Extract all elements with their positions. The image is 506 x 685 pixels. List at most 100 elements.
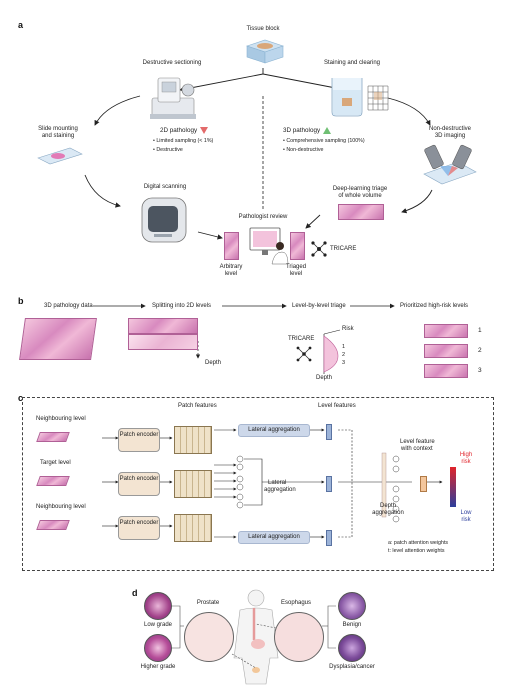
c-level-thumb-bottom [36, 520, 70, 530]
c-low-risk-1: Low [460, 510, 472, 516]
c-level-feature-context-1: Level feature [400, 439, 435, 445]
triaged-label-2: level [289, 271, 303, 277]
path3d-bullet-2: • Non-destructive [283, 147, 324, 153]
b-priority-2: 2 [478, 347, 482, 354]
tricare-label-a: TRICARE [330, 246, 357, 252]
down-triangle-icon [200, 127, 208, 134]
microtome-icon [150, 77, 196, 119]
c-context-feature [420, 476, 427, 492]
c-lateral-aggregation-top: Lateral aggregation [238, 424, 310, 437]
c-legend-patch: a: patch attention weights [388, 540, 449, 546]
b-prioritized-image-2 [424, 344, 468, 358]
c-high-risk-2: risk [461, 459, 471, 465]
c-depth-aggregation-2: aggregation [372, 510, 404, 516]
c-patch-features-label: Patch features [178, 403, 217, 409]
slide-scanner-icon [141, 197, 187, 243]
c-lateral-aggregation-mid-2: aggregation [264, 487, 296, 493]
triaged-label-1: Triaged [285, 264, 307, 270]
tissue-block-label: Tissue block [246, 26, 280, 32]
b-risk-rank-1: 1 [342, 344, 346, 350]
b-3d-data-label: 3D pathology data [44, 303, 93, 309]
d-low-grade-label: Low grade [143, 622, 173, 628]
c-lateral-aggregation-bottom-label: Lateral aggregation [248, 534, 300, 540]
c-patch-features-top [174, 426, 212, 454]
c-high-risk-1: High [459, 452, 473, 458]
panel-c-frame [22, 397, 494, 571]
path3d-bullet-1: • Comprehensive sampling (100%) [283, 138, 365, 144]
up-triangle-icon [323, 127, 331, 134]
lightsheet-microscope-icon [423, 144, 477, 185]
tissue-block-icon [246, 39, 284, 64]
pathologist-icon [249, 227, 289, 265]
c-neighbouring-bottom-label: Neighbouring level [36, 504, 86, 510]
dl-triage-label-2: of whole volume [338, 193, 382, 199]
staining-clearing-label: Staining and clearing [323, 60, 381, 66]
b-risk-label: Risk [342, 326, 354, 332]
prostate-biopsy-image [184, 612, 234, 662]
b-splitting-label: Splitting into 2D levels [152, 303, 212, 309]
d-benign-label: Benign [342, 622, 362, 628]
b-network-icon [296, 346, 312, 362]
c-lateral-aggregation-bottom: Lateral aggregation [238, 531, 310, 544]
panel-c-letter: c [18, 393, 24, 403]
esophagus-endoscopy-image [274, 612, 324, 662]
c-low-risk-2: risk [461, 517, 471, 523]
path2d-bullet-1: • Limited sampling (< 1%) [153, 138, 214, 144]
b-prioritized-label: Prioritized high-risk levels [400, 303, 469, 309]
c-level-feature-top [326, 424, 332, 440]
c-patch-encoder-target-label: Patch encoder [119, 476, 159, 482]
b-tricare-label: TRICARE [288, 336, 315, 342]
glass-slide-icon [37, 147, 83, 165]
d-dysplasia-label: Dysplasia/cancer [329, 664, 375, 670]
c-patch-features-bottom [174, 514, 212, 542]
nondestructive-label-1: Non-destructive [428, 126, 472, 132]
b-prioritized-image-1 [424, 324, 468, 338]
digital-scanning-label: Digital scanning [143, 184, 187, 190]
path2d-title: 2D pathology [160, 127, 198, 134]
destructive-sectioning-label: Destructive sectioning [142, 60, 202, 66]
d-higher-grade-label: Higher grade [140, 664, 176, 670]
c-patch-features-target [174, 470, 212, 498]
dysplasia-image [338, 634, 366, 662]
b-depth-label-2: Depth [316, 375, 333, 381]
c-lateral-aggregation-mid-1: Lateral [268, 480, 287, 486]
panel-b-arrows [93, 303, 395, 374]
c-patch-encoder-top-label: Patch encoder [119, 432, 159, 438]
b-level-image-2 [128, 334, 198, 350]
dl-triage-label-1: Deep-learning triage [332, 186, 388, 192]
b-3d-volume-image [19, 318, 97, 360]
d-prostate-label: Prostate [196, 600, 220, 606]
arbitrary-level-image [224, 232, 239, 260]
panel-b-letter: b [18, 296, 24, 306]
b-risk-rank-2: 2 [342, 352, 346, 358]
c-patch-encoder-bottom-label: Patch encoder [119, 520, 159, 526]
b-level-image-1 [128, 318, 198, 334]
arbitrary-label-2: level [224, 271, 238, 277]
c-depth-aggregation-1: Depth [379, 503, 397, 509]
c-level-features-label: Level features [318, 403, 356, 409]
low-grade-image [144, 592, 172, 620]
c-patch-encoder-target: Patch encoder [118, 472, 160, 496]
panel-d-letter: d [132, 588, 138, 598]
staining-beaker-icon [331, 78, 389, 117]
b-prioritized-image-3 [424, 364, 468, 378]
slide-mounting-label-1: Slide mounting [38, 126, 78, 132]
slide-mounting-label-2: and staining [41, 133, 75, 139]
pathologist-review-label: Pathologist review [238, 214, 288, 220]
path3d-title: 3D pathology [283, 127, 321, 134]
b-depth-label: Depth [205, 360, 222, 366]
arbitrary-label-1: Arbitrary [219, 264, 243, 270]
d-esophagus-label: Esophagus [280, 600, 312, 606]
body-silhouette-icon [233, 589, 279, 685]
whole-volume-image [338, 204, 384, 220]
panel-c-connectors [102, 428, 456, 539]
c-lateral-aggregation-top-label: Lateral aggregation [248, 427, 300, 433]
c-patch-encoder-bottom: Patch encoder [118, 516, 160, 540]
c-neighbouring-top-label: Neighbouring level [36, 416, 86, 422]
panel-d-connectors [172, 605, 336, 669]
c-patch-encoder-top: Patch encoder [118, 428, 160, 452]
network-icon [311, 241, 327, 257]
c-level-thumb-top [36, 432, 70, 442]
b-priority-1: 1 [478, 327, 482, 334]
b-risk-rank-3: 3 [342, 360, 346, 366]
